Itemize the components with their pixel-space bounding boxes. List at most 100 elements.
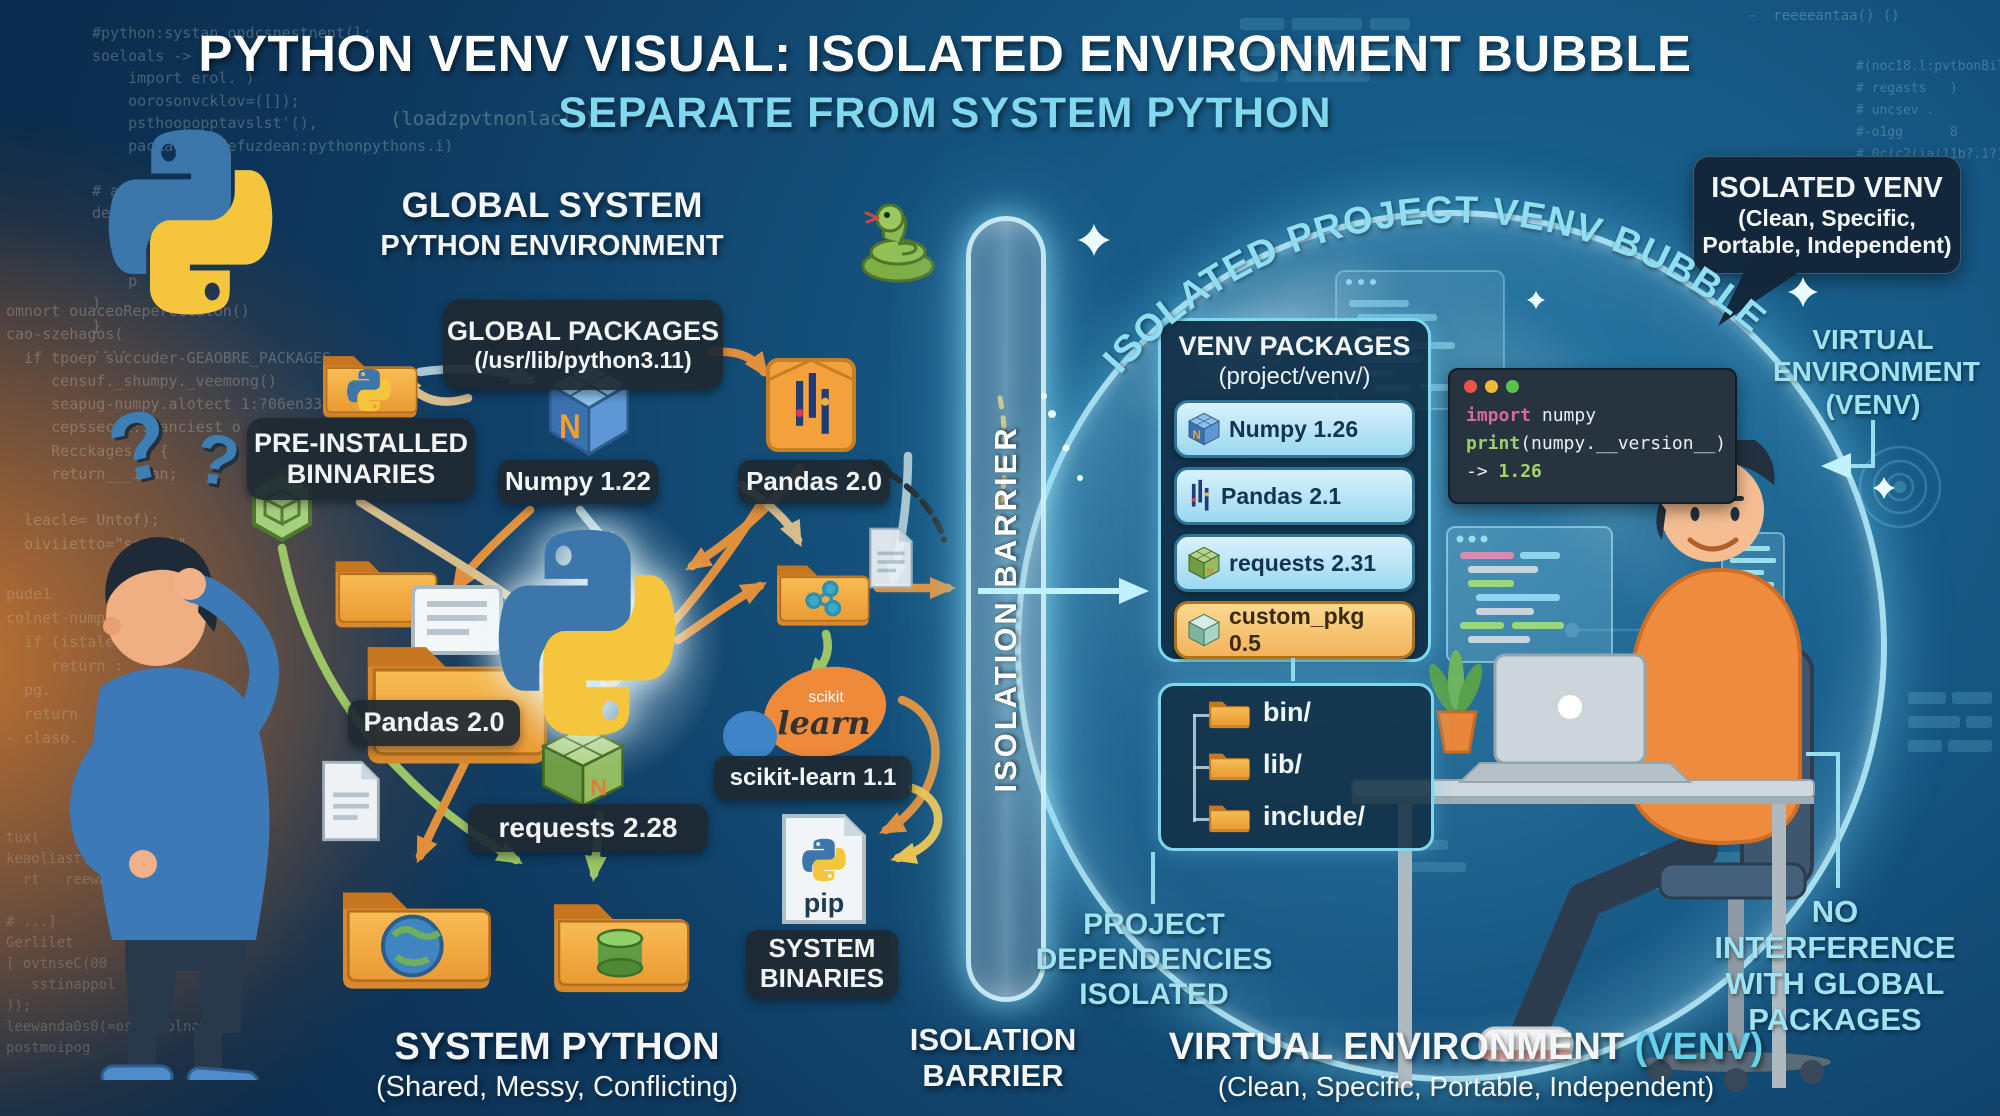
- system-binaries-label: SYSTEM BINARIES: [746, 930, 898, 998]
- seat: [1658, 862, 1807, 900]
- folder-with-document-icon: [366, 585, 548, 766]
- global-packages-title: GLOBAL PACKAGES: [446, 316, 720, 347]
- scikit-version-label: scikit-learn 1.1: [714, 756, 912, 800]
- system-python-footer-subtitle: (Shared, Messy, Conflicting): [375, 1071, 739, 1103]
- venv-package-name: Pandas 2.1: [1221, 482, 1342, 509]
- no-interference-note: NO INTERFERENCE WITH GLOBAL PACKAGES: [1713, 894, 1957, 1038]
- window-traffic-lights: [1464, 380, 1519, 393]
- folder-name: bin/: [1263, 696, 1311, 727]
- code-keyword: print: [1466, 432, 1521, 454]
- tree-stub: [1193, 714, 1209, 717]
- note-line: WITH GLOBAL: [1725, 965, 1945, 1001]
- plant: [1429, 650, 1483, 754]
- page-subtitle: SEPARATE FROM SYSTEM PYTHON: [558, 89, 1332, 137]
- venv-packages-panel: VENV PACKAGES (project/venv/) Numpy 1.26…: [1158, 318, 1431, 662]
- scikit-learn-logo: scikit learn: [723, 666, 887, 761]
- system-python-footer: SYSTEM PYTHON (Shared, Messy, Conflictin…: [307, 1026, 807, 1104]
- developer-at-desk-scene: [1351, 440, 1831, 1092]
- pandas-version-text-mid: Pandas 2.0: [363, 707, 505, 738]
- isolation-footer-line2: BARRIER: [922, 1058, 1064, 1093]
- venv-package-name: Numpy 1.26: [1229, 415, 1359, 442]
- code-output-arrow: ->: [1466, 460, 1499, 482]
- code-output-value: 1.26: [1498, 460, 1542, 482]
- isolated-venv-callout: ISOLATED VENV (Clean, Specific, Portable…: [1693, 156, 1961, 274]
- code-keyword: import: [1466, 405, 1532, 426]
- venv-footer-subtitle: (Clean, Specific, Portable, Independent): [1217, 1071, 1715, 1102]
- global-packages-box: GLOBAL PACKAGES (/usr/lib/python3.11): [443, 300, 723, 390]
- venv-panel-subtitle: (project/venv/): [1218, 363, 1371, 390]
- global-system-heading: GLOBAL SYSTEM PYTHON ENVIRONMENT: [352, 186, 752, 263]
- venv-footer-title-accent: (VENV): [1634, 1026, 1764, 1068]
- terminal-code-window: import numpy print(numpy.__version__) ->…: [1448, 368, 1737, 504]
- preinstalled-line1: PRE-INSTALLED: [254, 427, 468, 458]
- system-binaries-line1: SYSTEM: [768, 933, 876, 964]
- folder-globe-icon: [335, 866, 495, 994]
- tree-stub: [1193, 818, 1209, 821]
- pandas-version-label-top: Pandas 2.0: [738, 460, 890, 504]
- virtual-environment-footer: VIRTUAL ENVIRONMENT (VENV) (Clean, Speci…: [1166, 1026, 1766, 1103]
- note-line: ISOLATED: [1079, 977, 1229, 1011]
- note-line: DEPENDENCIES: [1035, 942, 1273, 976]
- no-interference-connector: [1806, 752, 1840, 888]
- note-line: PROJECT: [1083, 908, 1225, 941]
- page-title: PYTHON VENV VISUAL: ISOLATED ENVIRONMENT…: [198, 25, 1692, 82]
- note-line: PACKAGES: [1748, 1001, 1922, 1037]
- tree-stub: [1193, 766, 1209, 769]
- folder-database-icon: [545, 880, 695, 997]
- scikit-wordmark-script: learn: [777, 704, 870, 742]
- project-dependencies-note: PROJECT DEPENDENCIES ISOLATED: [1029, 908, 1279, 1012]
- folder-name: lib/: [1263, 748, 1302, 779]
- venv-package-custom: custom_pkg 0.5: [1174, 601, 1415, 659]
- isolation-footer-line1: ISOLATION: [909, 1022, 1077, 1057]
- numpy-version-label: Numpy 1.22: [498, 460, 658, 504]
- venv-package-numpy: Numpy 1.26: [1174, 400, 1415, 458]
- folder-scikit-icon: [772, 547, 872, 631]
- code-text: numpy: [1531, 405, 1597, 426]
- pandas-package-icon: [766, 358, 856, 452]
- snake-icon: [861, 203, 935, 283]
- laptop: [1457, 653, 1693, 783]
- note-line: (VENV): [1825, 388, 1921, 420]
- isolation-barrier: ISOLATION BARRIER: [966, 216, 1046, 1002]
- confused-developer-figure: [69, 537, 280, 1080]
- venv-folder-tree-panel: bin/ lib/ include/: [1158, 683, 1434, 851]
- code-text: (numpy.__version__): [1520, 432, 1727, 454]
- maximize-dot-icon: [1506, 380, 1519, 393]
- requests-version-label: requests 2.28: [468, 804, 708, 852]
- note-line: ENVIRONMENT: [1773, 356, 1980, 388]
- pandas-version-label-mid: Pandas 2.0: [348, 700, 520, 746]
- note-line: INTERFERENCE: [1714, 929, 1956, 965]
- page-title-block: PYTHON VENV VISUAL: ISOLATED ENVIRONMENT…: [0, 24, 1945, 138]
- venv-package-name: custom_pkg 0.5: [1229, 603, 1365, 656]
- note-line: VIRTUAL: [1812, 324, 1934, 355]
- pip-file-icon: pip: [782, 814, 866, 924]
- callout-line1: (Clean, Specific,: [1738, 204, 1916, 231]
- system-binaries-line2: BINARIES: [759, 963, 885, 993]
- venv-pointer-arrow: [1821, 420, 1875, 479]
- pandas-version-text-top: Pandas 2.0: [746, 466, 882, 497]
- venv-footer-title-main: VIRTUAL ENVIRONMENT: [1168, 1026, 1635, 1068]
- scikit-wordmark-small: scikit: [808, 689, 844, 706]
- callout-tail: [1718, 270, 1802, 326]
- venv-package-name: requests 2.31: [1229, 549, 1377, 576]
- venv-package-requests: requests 2.31: [1174, 534, 1415, 592]
- note-line: NO: [1811, 894, 1859, 929]
- venv-package-pandas: Pandas 2.1: [1174, 467, 1415, 525]
- virtual-environment-pointer-note: VIRTUAL ENVIRONMENT (VENV): [1773, 324, 1980, 421]
- callout-title: ISOLATED VENV: [1711, 171, 1943, 204]
- venv-panel-title: VENV PACKAGES: [1178, 331, 1411, 361]
- system-python-footer-title: SYSTEM PYTHON: [394, 1026, 720, 1068]
- floating-code-window: [1446, 526, 1613, 663]
- global-system-heading-line2: PYTHON ENVIRONMENT: [380, 230, 724, 262]
- minimize-dot-icon: [1485, 380, 1498, 393]
- requests-version-text: requests 2.28: [498, 811, 678, 843]
- pip-label: pip: [804, 888, 845, 918]
- folder-row-bin: bin/: [1207, 694, 1311, 730]
- numpy-version-text: Numpy 1.22: [505, 466, 651, 497]
- terminal-code-text: import numpy print(numpy.__version__) ->…: [1466, 402, 1726, 486]
- callout-line2: Portable, Independent): [1702, 232, 1952, 259]
- isolation-barrier-footer: ISOLATION BARRIER: [873, 1022, 1113, 1094]
- folder-name: include/: [1263, 800, 1366, 831]
